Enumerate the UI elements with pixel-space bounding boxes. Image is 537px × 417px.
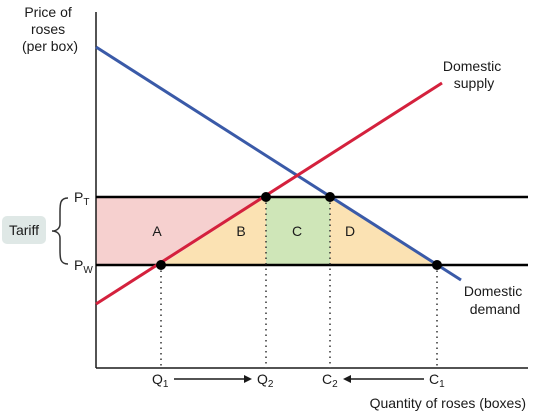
q2-label-sub: 2 [268,379,274,390]
supply-label-line-2: supply [454,75,494,91]
pt-label: PT [74,189,89,208]
q1-label: Q1 [152,371,169,390]
c2-label: C2 [322,371,338,390]
c1-label-sub: 1 [439,379,445,390]
point-c1-pw [432,260,442,270]
tariff-brace-icon [51,197,69,265]
y-axis-label-line-2: roses [31,21,65,37]
pw-label-main: P [74,257,83,273]
region-a-label: A [152,223,162,239]
c2-label-main: C [322,371,332,387]
point-q1-pw [156,260,166,270]
pt-label-sub: T [83,197,89,208]
c1-label: C1 [429,371,445,390]
region-c-area [266,197,330,265]
pt-label-main: P [74,189,83,205]
demand-label-line-1: Domestic [464,283,522,299]
tariff-box [2,216,46,244]
tariff-label: Tariff [9,222,39,238]
x-axis-label: Quantity of roses (boxes) [370,395,526,411]
y-axis-label: Price of roses (per box) [22,4,78,54]
supply-label-line-1: Domestic [443,58,501,74]
region-b-label: B [236,223,245,239]
y-axis-label-line-3: (per box) [22,38,78,54]
region-b-area [161,197,266,265]
q1-label-main: Q [152,371,163,387]
q2-label-main: Q [257,371,268,387]
point-c2-pt [325,192,335,202]
region-d-label: D [345,223,355,239]
c2-label-sub: 2 [332,379,338,390]
supply-label: Domestic supply [443,58,505,91]
point-q2-pt [261,192,271,202]
demand-curve [95,45,462,282]
c1-label-main: C [429,371,439,387]
y-axis-label-line-1: Price of [24,4,72,20]
demand-label: Domestic demand [464,283,526,317]
q1-label-sub: 1 [163,379,169,390]
q2-label: Q2 [257,371,274,390]
c-arrow-head-icon [343,375,351,383]
region-c-label: C [292,223,302,239]
demand-label-line-2: demand [470,301,521,317]
pw-label: PW [74,257,93,276]
pw-label-sub: W [83,265,93,276]
q-arrow-head-icon [244,375,252,383]
region-a-area [96,197,266,265]
